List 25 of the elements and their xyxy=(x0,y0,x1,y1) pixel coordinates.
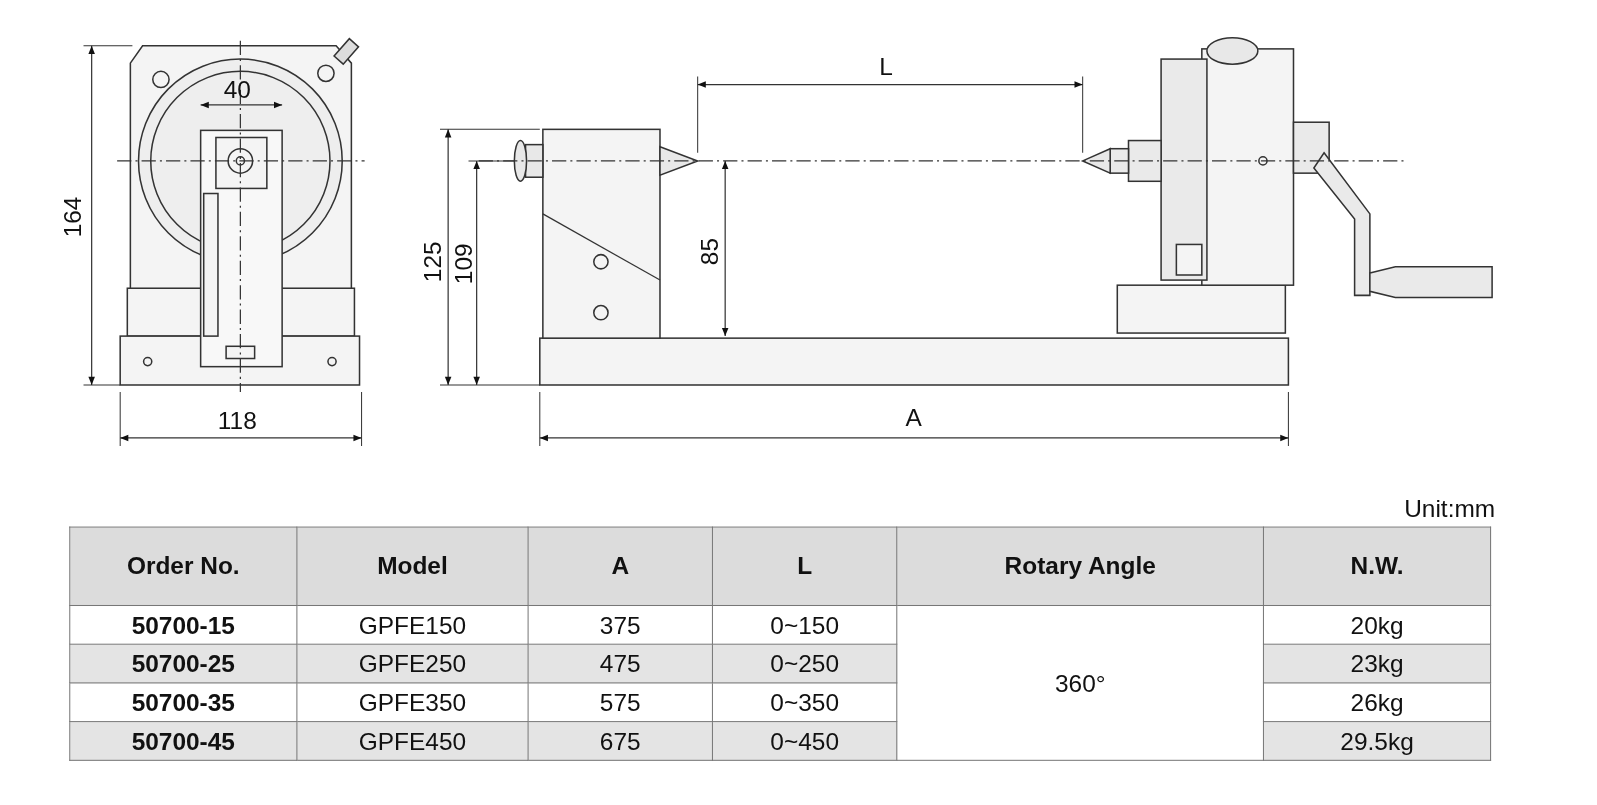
table-header-cell: N.W. xyxy=(1263,527,1491,606)
dimension-label: 85 xyxy=(697,237,723,266)
table-header-cell: L xyxy=(712,527,897,606)
dimension-label: 109 xyxy=(451,243,476,285)
dimension-label: L xyxy=(879,55,893,80)
unit-note: Unit:mm xyxy=(1404,497,1496,522)
dimension-label: 40 xyxy=(223,77,251,102)
table-cell: 29.5kg xyxy=(1263,721,1491,761)
table-cell: GPFE450 xyxy=(296,721,529,761)
table-cell: GPFE250 xyxy=(296,644,529,683)
table-header-cell: Model xyxy=(296,527,529,606)
table-cell: 23kg xyxy=(1263,644,1491,683)
table-cell: 675 xyxy=(528,721,713,761)
table-cell: 0~250 xyxy=(712,644,897,683)
table-header-cell: A xyxy=(528,527,713,606)
table-header-cell: Order No. xyxy=(69,527,297,606)
dimension-label: 125 xyxy=(420,241,446,283)
dimension-label: 118 xyxy=(217,408,257,433)
table-cell: 50700-25 xyxy=(69,644,297,683)
table-cell: 50700-45 xyxy=(69,721,297,761)
table-header-cell: Rotary Angle xyxy=(896,527,1264,606)
dimension-label: 164 xyxy=(61,196,86,238)
dimension-label: A xyxy=(905,405,922,430)
table-cell: 0~450 xyxy=(712,721,897,761)
table-cell: 475 xyxy=(528,644,713,683)
